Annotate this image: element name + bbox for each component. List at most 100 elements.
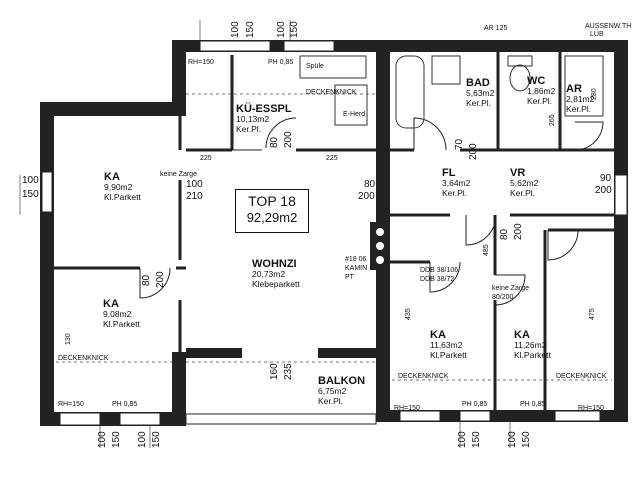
note-zarge-dim: 80/200: [492, 294, 514, 301]
note-ph085-mid: PH 0,85: [462, 401, 488, 408]
wall-west: [40, 102, 54, 426]
fixtures: [299, 55, 604, 129]
note-ph085-right: PH 0,85: [520, 401, 546, 408]
dim-200-vr: 200: [513, 223, 524, 240]
kitchen-counter: [299, 55, 367, 79]
dim-80-kitchen: 80: [269, 136, 280, 148]
dim-200-east: 200: [595, 185, 612, 196]
room-label-fl: FL 3,64m2 Ker.Pl.: [442, 167, 471, 199]
wall-north-left: [40, 102, 180, 116]
note-keine-zarge-2: keine Zarge: [492, 285, 529, 292]
stove: [334, 84, 368, 126]
door-swings: [139, 117, 604, 306]
dim-100-bottom-a: 100: [97, 431, 108, 448]
unit-title-box: TOP 18 92,29m2: [235, 189, 309, 233]
dim-265: 265: [549, 114, 556, 126]
note-ar125: AR 125: [484, 25, 508, 32]
note-e-herd: E-Herd: [343, 111, 366, 118]
dim-200-fl: 200: [468, 143, 479, 160]
wall-east: [614, 40, 628, 422]
room-label-ka-4: KA 11,26m2 Kl.Parkett: [514, 329, 551, 361]
wall-balcony-north-a: [186, 348, 242, 358]
wall-kitchen-west: [172, 40, 186, 116]
note-rh150-right: RH=150: [578, 405, 604, 412]
wall-north-right: [376, 40, 628, 52]
room-label-ar: AR 2,81m2 Ker.Pl.: [566, 83, 595, 115]
room-label-wc: WC 1,86m2 Ker.Pl.: [527, 75, 556, 107]
note-kamin-2: KAMIN: [345, 265, 368, 272]
unit-total-area: 92,29m2: [246, 210, 298, 225]
dim-100-top-a: 100: [230, 21, 241, 38]
note-ph085-left: PH 0,85: [112, 401, 138, 408]
room-label-balkon: BALKON 6,75m2 Ker.Pl.: [318, 375, 366, 407]
dim-210-door: 210: [186, 191, 203, 202]
note-ph085-top: PH 0,85: [268, 59, 294, 66]
dim-100-top-b: 100: [276, 21, 287, 38]
dim-90-east: 90: [600, 173, 612, 184]
washbasin: [431, 55, 461, 85]
bathtub: [395, 55, 425, 129]
note-deckenknick-right: DECKENKNICK: [556, 373, 607, 380]
dimension-lines: [19, 20, 511, 448]
dim-80-entry: 80: [364, 179, 376, 190]
dim-150-top-a: 150: [245, 21, 256, 38]
note-ddb-1: DDB 38/106: [420, 267, 459, 274]
room-label-ka-1: KA 9,90m2 Kl.Parkett: [104, 171, 141, 203]
storage-shelf: [564, 55, 604, 117]
dim-200-entry: 200: [358, 191, 375, 202]
note-rh150-top: RH=150: [188, 59, 214, 66]
dim-150-bottom-a: 150: [111, 431, 122, 448]
note-rh150-left: RH=150: [58, 401, 84, 408]
note-kamin-1: #18 06: [345, 256, 367, 263]
unit-title: TOP 18: [248, 193, 296, 209]
dim-435: 435: [405, 308, 412, 320]
note-keine-zarge: keine Zarge: [160, 171, 197, 178]
deckenknick-lines: [56, 93, 612, 381]
dim-150-bottom-b: 150: [151, 431, 162, 448]
dim-100-door: 100: [186, 179, 203, 190]
dim-80-vr: 80: [499, 228, 510, 240]
room-label-vr: VR 5,62m2 Ker.Pl.: [510, 167, 539, 199]
dim-80-ka: 80: [141, 274, 152, 286]
dim-150-bottom-c: 150: [471, 431, 482, 448]
wall-balcony-west: [172, 352, 186, 426]
interior-walls: [54, 52, 614, 410]
toilet: [509, 64, 531, 92]
note-lue: LÜB: [590, 31, 604, 38]
cistern: [507, 55, 533, 67]
dim-200-ka: 200: [155, 271, 166, 288]
windows: [41, 40, 628, 426]
dim-485: 485: [483, 244, 490, 256]
room-label-wohnzi: WOHNZI 20,73m2 Klebeparkett: [252, 258, 300, 290]
note-deckenknick-mid: DECKENKNICK: [398, 373, 449, 380]
dim-475: 475: [589, 308, 596, 320]
note-deckenknick-left: DECKENKNICK: [58, 355, 109, 362]
note-rh150-mid: RH=150: [394, 405, 420, 412]
dim-100-bottom-c: 100: [457, 431, 468, 448]
dim-100-bottom-d: 100: [507, 431, 518, 448]
dim-70-fl: 70: [454, 138, 465, 150]
dim-150-bottom-d: 150: [521, 431, 532, 448]
note-deckenknick-top: DECKENKNICK: [306, 89, 357, 96]
dim-225-right: 225: [326, 155, 338, 162]
dim-100-bottom-b: 100: [137, 431, 148, 448]
room-label-ka-2: KA 9,08m2 Kl.Parkett: [103, 298, 140, 330]
note-spuele: Spüle: [306, 63, 324, 70]
dim-150-top-b: 150: [289, 21, 300, 38]
note-ddb-2: DDB 38/72: [420, 276, 455, 283]
dim-200-kitchen: 200: [283, 131, 294, 148]
dim-280: 280: [591, 88, 598, 100]
dim-150-left: 150: [22, 189, 39, 200]
chimney-flues: [376, 228, 384, 264]
dim-130: 130: [65, 333, 72, 345]
dim-225-left: 225: [200, 155, 212, 162]
dim-160-balkon: 160: [269, 363, 280, 380]
dim-100-left: 100: [22, 175, 39, 186]
room-label-bad: BAD 5,63m2 Ker.Pl.: [466, 77, 495, 109]
dim-235-balkon: 235: [283, 363, 294, 380]
room-label-ka-3: KA 11,63m2 Kl.Parkett: [430, 329, 467, 361]
note-aussenw: AUSSENW.TH: [585, 23, 632, 30]
note-kamin-3: PT: [345, 274, 354, 281]
wall-balcony-north-b: [318, 348, 378, 358]
